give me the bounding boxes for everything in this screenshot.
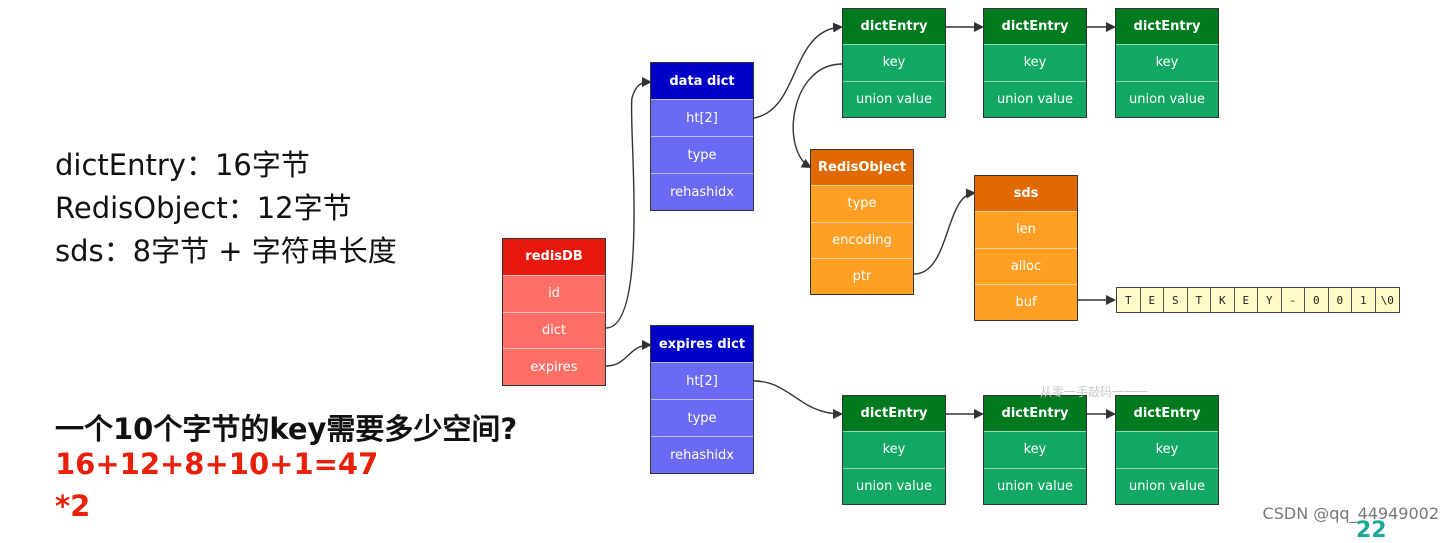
faint-watermark: 从零一手敲码一一一 [1040,385,1149,399]
buf-char: T [1117,288,1141,312]
sds-field-alloc: alloc [975,247,1077,284]
redisdb-title: redisDB [503,239,605,275]
redisdb-field-dict: dict [503,311,605,349]
buf-char: E [1140,288,1164,312]
buf-char: T [1187,288,1211,312]
dict-entry-box: dictEntry key union value [983,395,1087,505]
dict-entry-box: dictEntry key union value [842,8,946,118]
buf-char: K [1211,288,1235,312]
dict-entry-key: key [1116,431,1218,468]
redisdb-box: redisDB id dict expires [502,238,606,386]
buf-char: S [1164,288,1188,312]
formula-text: 16+12+8+10+1=47 [55,447,379,481]
dict-entry-value: union value [984,467,1086,504]
buf-char: 0 [1305,288,1329,312]
expires-dict-title: expires dict [651,326,753,362]
page-number: 22 [1356,518,1387,543]
redis-object-box: RedisObject type encoding ptr [810,149,914,295]
redisdb-field-expires: expires [503,348,605,385]
dict-entry-value: union value [1116,80,1218,117]
dict-entry-box: dictEntry key union value [1115,8,1219,118]
expires-dict-box: expires dict ht[2] type rehashidx [650,325,754,474]
dict-entry-value: union value [984,80,1086,117]
dict-entry-value: union value [843,80,945,117]
sds-buffer: T E S T K E Y - 0 0 1 \0 [1116,287,1400,313]
dict-entry-value: union value [1116,467,1218,504]
sds-field-len: len [975,211,1077,248]
dict-entry-title: dictEntry [984,396,1086,432]
sds-title: sds [975,176,1077,212]
data-dict-field-rehashidx: rehashidx [651,173,753,210]
redisdb-field-id: id [503,274,605,312]
buf-char: - [1281,288,1305,312]
dictentry-size-label: dictEntry：16字节 [55,148,310,182]
dict-entry-box: dictEntry key union value [1115,395,1219,505]
buf-char: Y [1258,288,1282,312]
dict-entry-box: dictEntry key union value [983,8,1087,118]
question-text: 一个10个字节的key需要多少空间? [55,412,518,446]
dict-entry-title: dictEntry [1116,9,1218,45]
data-dict-field-type: type [651,136,753,173]
data-dict-title: data dict [651,63,753,99]
dict-entry-key: key [984,44,1086,81]
dict-entry-key: key [843,44,945,81]
dict-entry-key: key [984,431,1086,468]
redisobject-size-label: RedisObject：12字节 [55,191,352,225]
dict-entry-title: dictEntry [1116,396,1218,432]
data-dict-box: data dict ht[2] type rehashidx [650,62,754,211]
buf-char: \0 [1375,288,1399,312]
expires-dict-field-type: type [651,399,753,436]
redis-object-title: RedisObject [811,150,913,186]
expires-dict-field-ht: ht[2] [651,362,753,399]
dict-entry-title: dictEntry [843,396,945,432]
dict-entry-key: key [1116,44,1218,81]
csdn-watermark: CSDN @qq_44949002 [1262,504,1439,523]
data-dict-field-ht: ht[2] [651,99,753,136]
dict-entry-title: dictEntry [843,9,945,45]
buf-char: E [1234,288,1258,312]
expires-dict-field-rehashidx: rehashidx [651,436,753,473]
buf-char: 0 [1328,288,1352,312]
multiplier-text: *2 [55,489,91,523]
redis-object-field-ptr: ptr [811,257,913,294]
dict-entry-value: union value [843,467,945,504]
dict-entry-key: key [843,431,945,468]
dict-entry-box: dictEntry key union value [842,395,946,505]
sds-field-buf: buf [975,283,1077,320]
sds-size-label: sds：8字节 + 字符串长度 [55,234,397,268]
buf-char: 1 [1352,288,1376,312]
dict-entry-title: dictEntry [984,9,1086,45]
redis-object-field-type: type [811,185,913,222]
redis-object-field-encoding: encoding [811,221,913,258]
sds-box: sds len alloc buf [974,175,1078,321]
